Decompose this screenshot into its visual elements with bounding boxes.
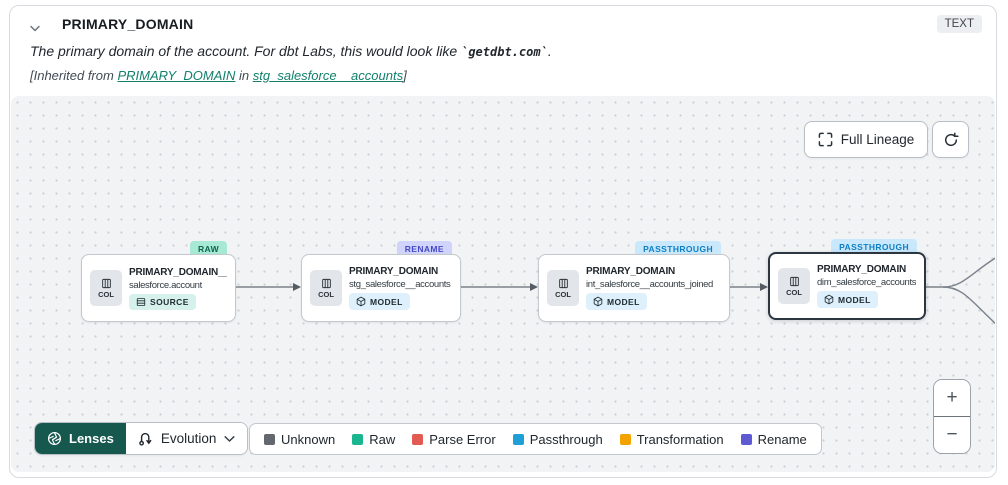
inherited-prefix: [Inherited from xyxy=(30,68,118,83)
legend-label: Passthrough xyxy=(529,431,603,447)
node-text: PRIMARY_DOMAIN stg_salesforce__accounts … xyxy=(349,266,452,310)
evolution-route-icon xyxy=(138,431,153,447)
node-box: COL PRIMARY_DOMAIN__C salesforce.account… xyxy=(81,254,236,322)
expand-icon xyxy=(818,132,833,147)
lens-dropdown[interactable]: Evolution xyxy=(125,423,248,454)
classification-legend: Unknown Raw Parse Error Passthrough Tran… xyxy=(249,423,822,455)
node-text: PRIMARY_DOMAIN__C salesforce.account SOU… xyxy=(129,267,227,310)
node-type-badge: SOURCE xyxy=(129,293,196,310)
legend-label: Unknown xyxy=(281,431,336,447)
node-text: PRIMARY_DOMAIN int_salesforce__accounts_… xyxy=(586,266,721,310)
data-type-badge: TEXT xyxy=(936,15,982,33)
badge-label: MODEL xyxy=(370,296,403,307)
column-chip: COL xyxy=(90,270,122,306)
description-period: . xyxy=(547,43,552,59)
columns-icon xyxy=(789,276,799,286)
legend-swatch xyxy=(412,433,424,445)
lineage-edges xyxy=(236,257,995,325)
refresh-button[interactable] xyxy=(932,121,969,158)
legend-label: Raw xyxy=(369,431,396,447)
node-title: PRIMARY_DOMAIN__C xyxy=(129,266,227,278)
zoom-in-button[interactable]: + xyxy=(934,380,970,417)
node-type-badge: MODEL xyxy=(349,293,410,310)
refresh-icon xyxy=(943,131,959,148)
node-type-badge: MODEL xyxy=(586,293,647,310)
lineage-node[interactable]: RENAME COL PRIMARY_DOMAIN stg_salesforce… xyxy=(301,241,461,322)
legend-label: Transformation xyxy=(636,431,724,447)
lenses-label: Lenses xyxy=(69,431,114,446)
legend-swatch xyxy=(352,433,364,445)
legend-item: Raw xyxy=(352,432,395,447)
lineage-node[interactable]: PASSTHROUGH COL PRIMARY_DOMAIN dim_sales… xyxy=(768,239,926,320)
badge-label: MODEL xyxy=(838,294,871,305)
node-subtitle: dim_salesforce_accounts xyxy=(817,277,916,288)
legend-item: Parse Error xyxy=(412,431,496,447)
inherited-model-link[interactable]: stg_salesforce__accounts xyxy=(252,68,404,83)
legend-swatch xyxy=(264,433,275,445)
inherited-column-link[interactable]: PRIMARY_DOMAIN xyxy=(117,68,236,83)
node-title: PRIMARY_DOMAIN xyxy=(817,264,907,275)
model-icon xyxy=(824,294,834,305)
col-label: COL xyxy=(318,289,334,299)
lenses-button[interactable]: Lenses xyxy=(35,423,126,454)
column-chip: COL xyxy=(310,270,342,306)
legend-item: Transformation xyxy=(619,431,724,447)
aperture-icon xyxy=(47,431,62,446)
node-text: PRIMARY_DOMAIN dim_salesforce_accounts M… xyxy=(817,264,916,308)
col-label: COL xyxy=(786,287,802,297)
badge-label: SOURCE xyxy=(150,296,189,307)
description-code: `getdbt.com` xyxy=(461,45,548,59)
node-box: COL PRIMARY_DOMAIN int_salesforce__accou… xyxy=(538,254,730,322)
node-type-badge: MODEL xyxy=(817,291,878,308)
legend-swatch xyxy=(619,433,631,445)
lens-selected-value: Evolution xyxy=(160,431,217,446)
lineage-canvas[interactable]: RAW COL PRIMARY_DOMAIN__C salesforce.acc… xyxy=(11,96,995,472)
legend-swatch xyxy=(740,433,752,445)
col-label: COL xyxy=(98,289,114,299)
lineage-node[interactable]: PASSTHROUGH COL PRIMARY_DOMAIN int_sales… xyxy=(538,241,730,322)
source-icon xyxy=(136,297,146,306)
node-title: PRIMARY_DOMAIN xyxy=(349,266,439,277)
full-lineage-button[interactable]: Full Lineage xyxy=(804,121,928,158)
lineage-node[interactable]: RAW COL PRIMARY_DOMAIN__C salesforce.acc… xyxy=(81,241,236,322)
column-chip: COL xyxy=(778,268,810,304)
lenses-bar: Lenses Evolution xyxy=(34,422,249,455)
chevron-down-icon xyxy=(224,435,235,443)
badge-label: MODEL xyxy=(607,296,640,307)
collapse-chevron-icon[interactable] xyxy=(24,18,46,38)
node-subtitle: int_salesforce__accounts_joined xyxy=(586,279,713,290)
zoom-controls: + − xyxy=(933,379,971,454)
column-lineage-panel: PRIMARY_DOMAIN TEXT The primary domain o… xyxy=(9,5,997,478)
inherited-from-line: [Inherited from PRIMARY_DOMAIN in stg_sa… xyxy=(30,68,407,83)
node-subtitle: salesforce.account xyxy=(129,279,202,291)
inherited-suffix: ] xyxy=(403,68,407,83)
node-subtitle: stg_salesforce__accounts xyxy=(349,279,451,290)
node-box: COL PRIMARY_DOMAIN stg_salesforce__accou… xyxy=(301,254,461,322)
col-label: COL xyxy=(555,289,571,299)
full-lineage-label: Full Lineage xyxy=(840,132,915,147)
inherited-middle: in xyxy=(235,68,253,83)
legend-item: Unknown xyxy=(264,432,335,447)
column-title: PRIMARY_DOMAIN xyxy=(62,16,194,32)
node-title: PRIMARY_DOMAIN xyxy=(586,266,676,277)
column-description: The primary domain of the account. For d… xyxy=(30,43,552,59)
legend-item: Rename xyxy=(740,431,807,447)
node-box: COL PRIMARY_DOMAIN dim_salesforce_accoun… xyxy=(768,252,926,320)
column-chip: COL xyxy=(547,270,579,306)
model-icon xyxy=(593,296,603,307)
columns-icon xyxy=(558,278,568,288)
zoom-out-button[interactable]: − xyxy=(934,417,970,453)
columns-icon xyxy=(101,278,111,288)
legend-label: Parse Error xyxy=(429,431,496,447)
legend-swatch xyxy=(512,433,524,445)
columns-icon xyxy=(321,278,331,288)
legend-item: Passthrough xyxy=(512,431,603,447)
model-icon xyxy=(356,296,366,307)
legend-label: Rename xyxy=(757,431,807,447)
description-text: The primary domain of the account. For d… xyxy=(30,43,462,59)
